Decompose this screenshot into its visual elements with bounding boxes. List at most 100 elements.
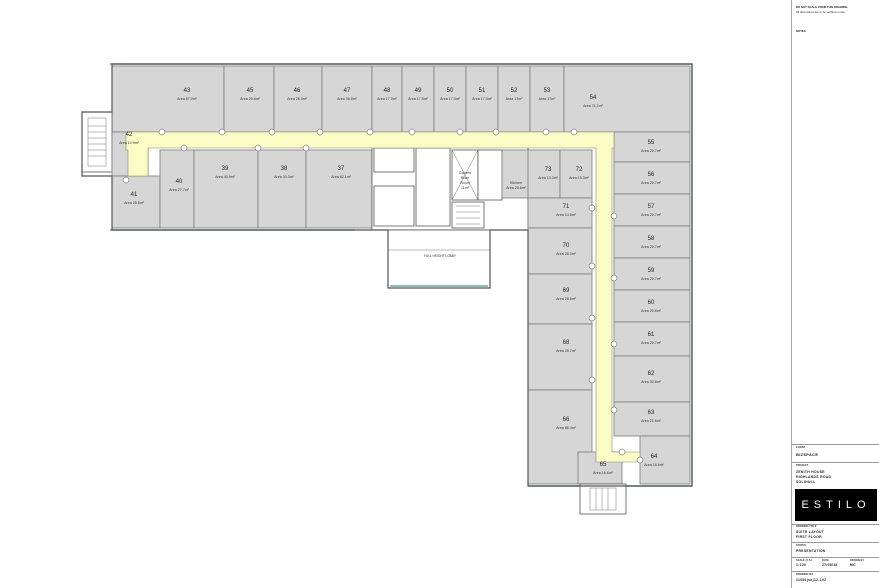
room-71-area: Area 14.6m²: [556, 213, 577, 217]
room-48-area: Area 17.3m²: [377, 97, 398, 101]
room-68-area: Area 25.7m²: [556, 349, 577, 353]
corridor: [125, 131, 641, 463]
note-heading: DO NOT SCALE FROM THIS DRAWING: [796, 5, 848, 9]
room-37-shape: [305, 149, 373, 229]
room-58-shape: [613, 225, 691, 259]
room-53-number: 53: [544, 88, 551, 94]
room-37-area: Area 62.1m²: [331, 175, 352, 179]
room-57-number: 57: [648, 204, 655, 210]
room-64-number: 64: [651, 454, 658, 460]
project-label: PROJECT: [796, 464, 809, 467]
client-label: CLIENT: [796, 446, 806, 449]
room-63-number: 63: [648, 410, 655, 416]
door-swings: [122, 128, 644, 464]
room-48-number: 48: [384, 88, 391, 94]
room-59-shape: [613, 257, 691, 291]
room-63-area: Area 21.6m²: [641, 419, 662, 423]
room-47-shape: [321, 65, 373, 133]
west-stair-core: [81, 111, 113, 173]
room-54-area: Area 71.1m²: [583, 104, 604, 108]
room-49-area: Area 17.5m²: [408, 97, 429, 101]
south-east-stair: [579, 483, 627, 515]
entrance-void: [387, 229, 491, 289]
room-54-shape: [563, 65, 691, 133]
drawing-no-label: DRAWING NO: [796, 573, 814, 576]
room-42-number: 42: [126, 132, 133, 138]
room-40-number: 40: [176, 179, 183, 185]
room-59-area: Area 20.7m²: [641, 277, 662, 281]
room-61-shape: [613, 321, 691, 357]
room-72-shape: [559, 149, 593, 199]
room-45-area: Area 29.8m²: [240, 97, 261, 101]
title-block: DO NOT SCALE FROM THIS DRAWING All dimen…: [791, 0, 879, 588]
room-64-shape: [639, 435, 691, 485]
room-41-number: 41: [131, 192, 138, 198]
scale-value: 1:100: [796, 563, 807, 567]
room-71-shape: [527, 197, 593, 229]
estilo-logo: ESTILO: [795, 489, 877, 521]
room-49-shape: [401, 65, 435, 133]
notes-label: NOTES: [796, 29, 806, 33]
room-39-shape: [193, 149, 259, 229]
drawing-title-line-1: SUITE LAYOUT: [796, 530, 825, 534]
wc-block-2: [373, 185, 415, 227]
room-55-shape: [613, 131, 691, 163]
room-53-shape: [529, 65, 565, 133]
room-69-area: Area 28.6m²: [556, 297, 577, 301]
room-40-shape: [159, 149, 195, 229]
drawing-title-line-2: FIRST FLOOR: [796, 535, 822, 539]
room-38-area: Area 30.3m²: [274, 175, 295, 179]
room-61-number: 61: [648, 332, 655, 338]
client-name: BIZSPACE: [796, 452, 819, 457]
room-62-number: 62: [648, 371, 655, 377]
wc-block-1: [373, 147, 415, 173]
room-70-number: 70: [563, 243, 570, 249]
drawn-value: MC: [850, 563, 856, 567]
room-65-area: Area 16.6m²: [593, 471, 614, 475]
room-37-number: 37: [338, 166, 345, 172]
room-39-area: Area 40.9m²: [215, 175, 236, 179]
room-55-area: Area 20.7m²: [641, 149, 662, 153]
room-68-shape: [527, 323, 593, 391]
room-68-number: 68: [563, 340, 570, 346]
room-69-number: 69: [563, 288, 570, 294]
external-wall: [81, 63, 693, 487]
room-46-area: Area 26.3m²: [287, 97, 308, 101]
room-39-number: 39: [222, 166, 229, 172]
central-stair: [451, 201, 485, 229]
room-57-shape: [613, 193, 691, 227]
room-55-number: 55: [648, 140, 655, 146]
room-58-number: 58: [648, 236, 655, 242]
room-52-area: Area 17m²: [506, 97, 524, 101]
kitchen-label: Kitchen: [510, 181, 522, 185]
room-62-shape: [613, 355, 691, 403]
project-line-1: ZENITH HOUSE: [796, 470, 825, 474]
note-body: All dimensions are to be verified on sit…: [796, 10, 846, 14]
room-73-area: Area 13.3m²: [538, 176, 559, 180]
room-45-shape: [223, 65, 275, 133]
kitchen-area: Area 28.6m²: [506, 186, 527, 190]
room-50-area: Area 17.3m²: [440, 97, 461, 101]
scale-label: SCALE @ A1: [796, 559, 812, 562]
room-56-number: 56: [648, 172, 655, 178]
room-72-number: 72: [576, 167, 583, 173]
room-60-number: 60: [648, 300, 655, 306]
room-43-area: Area 57.0m²: [177, 97, 198, 101]
room-70-shape: [527, 227, 593, 275]
room-41-shape: [111, 175, 161, 229]
room-42-area: Area 10.9m²: [119, 141, 140, 145]
room-52-number: 52: [511, 88, 518, 94]
room-41-area: Area 25.6m²: [124, 201, 145, 205]
comms-area: 11m²: [461, 186, 470, 190]
room-51-area: Area 17.3m²: [472, 97, 493, 101]
room-65-number: 65: [600, 462, 607, 468]
room-47-area: Area 36.8m²: [337, 97, 358, 101]
drawing-title-label: DRAWING TITLE: [796, 525, 817, 528]
room-62-area: Area 30.6m²: [641, 380, 662, 384]
room-38-shape: [257, 149, 307, 229]
room-51-number: 51: [479, 88, 486, 94]
room-50-number: 50: [447, 88, 454, 94]
room-49-number: 49: [415, 88, 422, 94]
